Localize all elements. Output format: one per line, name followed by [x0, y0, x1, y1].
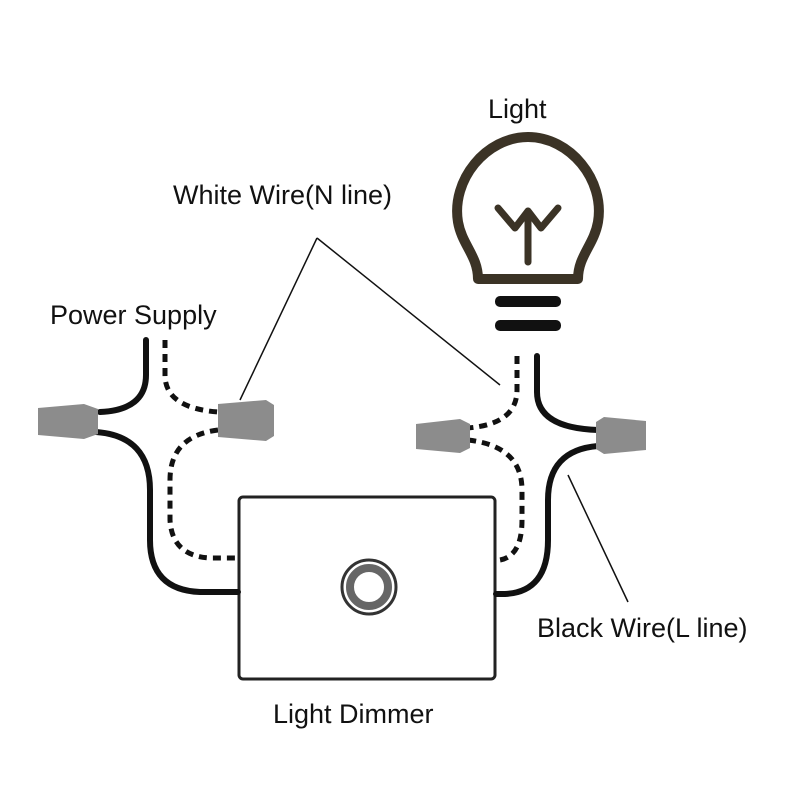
light-bulb-icon: [452, 132, 604, 331]
label-light: Light: [488, 94, 547, 124]
bulb-base-band-2: [495, 320, 561, 331]
wire-nut-icon: [38, 404, 98, 439]
wire-nut-icon: [416, 419, 470, 453]
bulb-glass: [452, 132, 604, 284]
connector-right-black: [596, 417, 646, 454]
dimmer-black-wire-left: [93, 429, 241, 595]
connector-right-white: [416, 419, 470, 453]
light-dimmer: [237, 495, 497, 681]
dimmer-black-wire-right: [493, 443, 601, 597]
supply-white-wire: [162, 340, 219, 415]
bulb-base-band-1: [495, 296, 561, 307]
supply-black-wire: [97, 337, 149, 415]
dimmer-white-wire-left: [167, 427, 238, 561]
leader-white-wire-right: [316, 237, 501, 386]
light-white-wire: [467, 356, 520, 431]
label-light-dimmer: Light Dimmer: [273, 699, 434, 729]
connector-left-white: [218, 400, 274, 441]
label-power-supply: Power Supply: [50, 300, 217, 330]
connector-left-black: [38, 404, 98, 439]
leader-black-wire: [567, 474, 629, 603]
dimmer-white-wire-right: [467, 437, 525, 563]
label-black-wire: Black Wire(L line): [537, 613, 748, 643]
wire-nut-icon: [218, 400, 274, 441]
leader-white-wire-left: [239, 237, 318, 401]
label-white-wire: White Wire(N line): [173, 180, 392, 210]
wire-nut-icon: [596, 417, 646, 454]
bulb-filament: [494, 204, 562, 266]
light-black-wire: [534, 353, 601, 433]
dimmer-knob-icon: [340, 558, 398, 616]
